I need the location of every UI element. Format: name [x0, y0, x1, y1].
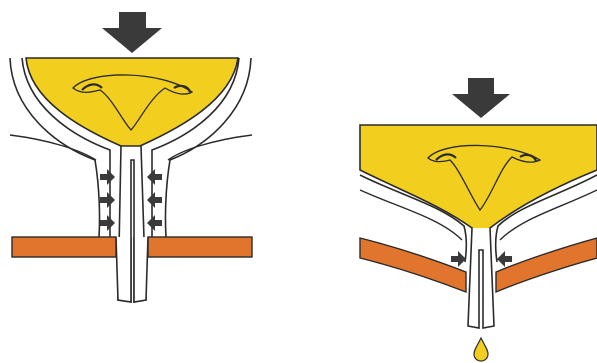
urine-drop: [474, 338, 488, 361]
pelvic-floor-right: [148, 237, 252, 257]
bladder: [26, 58, 238, 148]
arrow-left-icon: [147, 192, 162, 208]
bladder: [360, 125, 597, 231]
pelvic-floor-left: [12, 237, 116, 257]
arrow-right-icon: [100, 215, 115, 231]
arrow-left-icon: [497, 251, 512, 267]
arrow-left-icon: [147, 169, 162, 185]
urethra-lower: [116, 237, 148, 302]
left-panel: [10, 12, 252, 302]
side-line: [10, 135, 96, 160]
down-arrow-icon: [452, 78, 510, 118]
down-arrow-icon: [102, 12, 162, 53]
arrow-left-icon: [147, 215, 162, 231]
pelvic-floor-left: [360, 238, 466, 292]
arrow-right-icon: [451, 251, 466, 267]
pelvic-floor-right: [496, 238, 597, 292]
right-panel: [360, 78, 597, 361]
arrow-right-icon: [100, 169, 115, 185]
arrow-right-icon: [100, 192, 115, 208]
urethra: [468, 228, 494, 328]
